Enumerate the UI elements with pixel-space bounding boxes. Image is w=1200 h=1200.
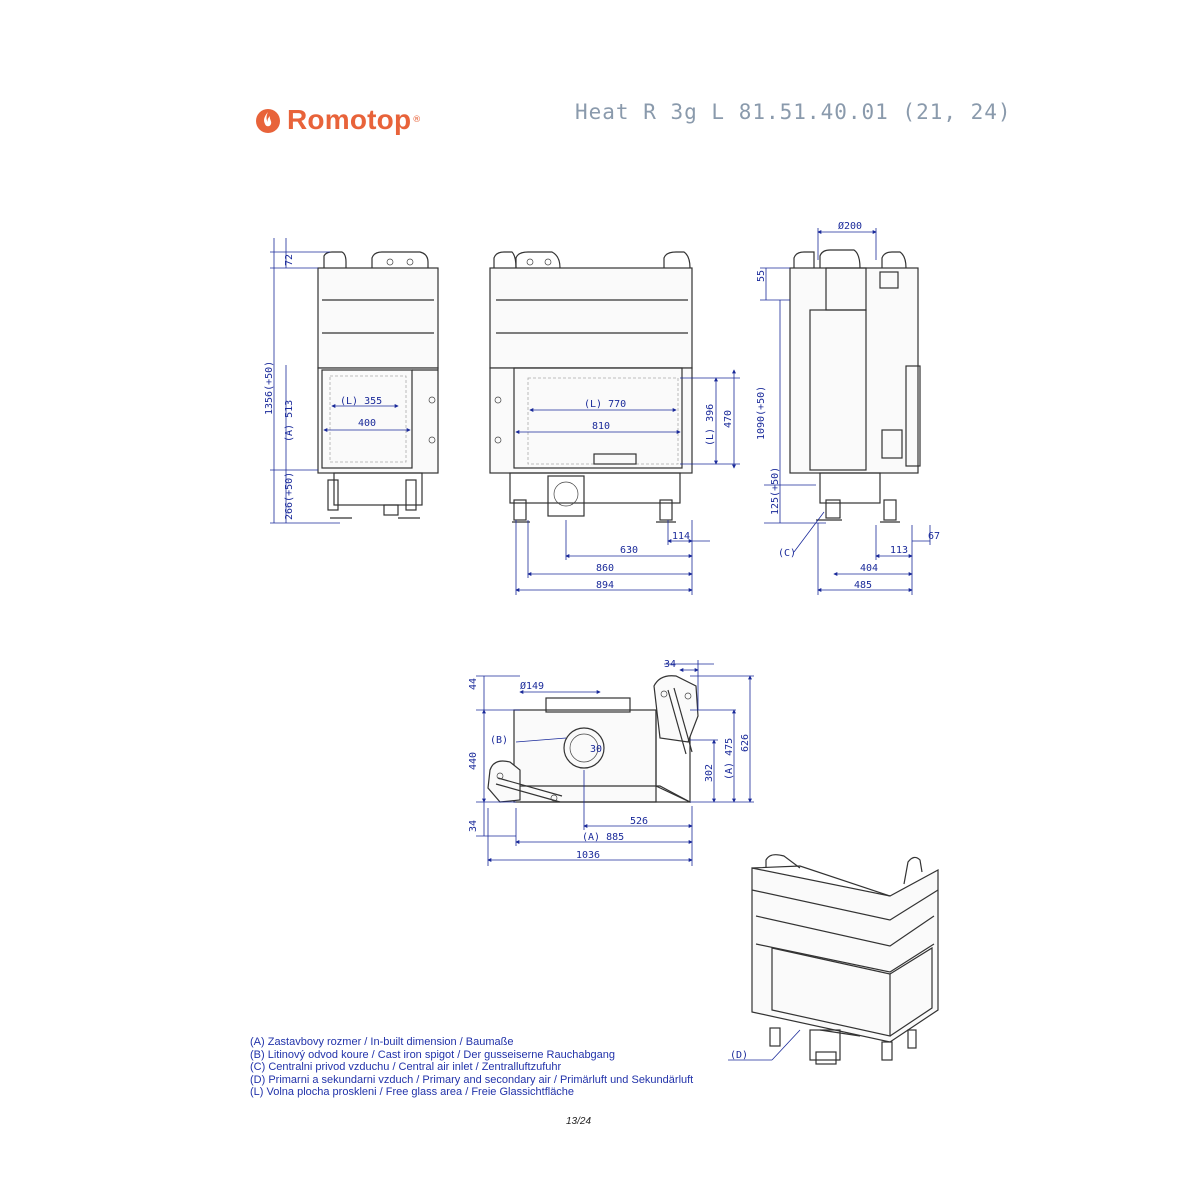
dim-302: 302	[704, 764, 715, 782]
dim-1090: 1090(+50)	[756, 386, 767, 440]
brand-name: Romotop	[287, 104, 412, 135]
dim-485: 485	[854, 580, 872, 591]
dim-400: 400	[358, 418, 376, 429]
dim-404: 404	[860, 563, 878, 574]
dim-d-label: (D)	[730, 1050, 748, 1061]
dim-149: Ø149	[520, 680, 544, 692]
dim-34-top: 34	[664, 659, 676, 670]
isometric-view: (D)	[728, 854, 939, 1065]
flame-icon	[256, 109, 280, 133]
legend-item-b: (B) Litinový odvod koure / Cast iron spi…	[250, 1048, 616, 1061]
dim-a475: (A) 475	[724, 738, 735, 780]
dim-67: 67	[928, 531, 940, 542]
dim-55: 55	[756, 270, 767, 282]
dim-630: 630	[620, 545, 638, 556]
top-view-dimensions: 34 Ø149 44 (B) 30 440 302 (A) 475 626 34…	[468, 659, 754, 866]
dim-l355: (L) 355	[340, 396, 382, 407]
dim-894: 894	[596, 580, 614, 591]
document-title: Heat R 3g L 81.51.40.01 (21, 24)	[575, 100, 1012, 124]
legend: (A) Zastavbovy rozmer / In-built dimensi…	[250, 1036, 693, 1099]
dim-626: 626	[740, 734, 751, 752]
dim-113: 113	[890, 545, 908, 556]
dim-b-label: (B)	[490, 735, 508, 746]
brand-registered-mark: ®	[412, 115, 422, 125]
romotop-logo: Romotop®	[255, 100, 421, 140]
side-view-left	[317, 251, 439, 519]
dim-526: 526	[630, 816, 648, 827]
dim-a885: (A) 885	[582, 832, 624, 843]
dim-30: 30	[590, 744, 602, 755]
dim-266: 266(+50)	[284, 472, 295, 520]
dim-72: 72	[284, 254, 295, 266]
side-view-right-dimensions: Ø200 55 1090(+50) 125(+50) (C) 67 113 40…	[756, 220, 940, 595]
dim-125: 125(+50)	[770, 467, 781, 515]
dim-114: 114	[672, 531, 690, 542]
dim-l770: (L) 770	[584, 399, 626, 410]
front-view	[489, 251, 693, 523]
legend-item-d: (D) Primarni a sekundarni vzduch / Prima…	[250, 1073, 694, 1086]
page-number: 13/24	[566, 1116, 592, 1127]
side-view-right	[789, 249, 921, 523]
legend-item-a: (A) Zastavbovy rozmer / In-built dimensi…	[250, 1036, 514, 1048]
dim-34-bottom: 34	[468, 820, 479, 832]
legend-item-c: (C) Centralni privod vzduchu / Central a…	[250, 1061, 562, 1073]
dim-44: 44	[468, 678, 479, 690]
dim-810: 810	[592, 421, 610, 432]
side-view-left-dimensions: 72 1356(+50) (A) 513 266(+50) (L) 355 40…	[264, 238, 411, 524]
legend-item-l: (L) Volna plocha proskleni / Free glass …	[250, 1086, 575, 1098]
dim-200: Ø200	[838, 220, 862, 232]
front-view-dimensions: (L) 770 810 (L) 396 470 630 860 894 114	[515, 369, 740, 595]
dim-1036: 1036	[576, 850, 600, 861]
dim-l396: (L) 396	[705, 404, 716, 446]
dim-470: 470	[723, 410, 734, 428]
dim-1356: 1356(+50)	[264, 361, 275, 415]
dim-440: 440	[468, 752, 479, 770]
dim-860: 860	[596, 563, 614, 574]
top-view	[487, 675, 699, 803]
dim-a513: (A) 513	[284, 400, 295, 442]
dim-c-label: (C)	[778, 548, 796, 559]
